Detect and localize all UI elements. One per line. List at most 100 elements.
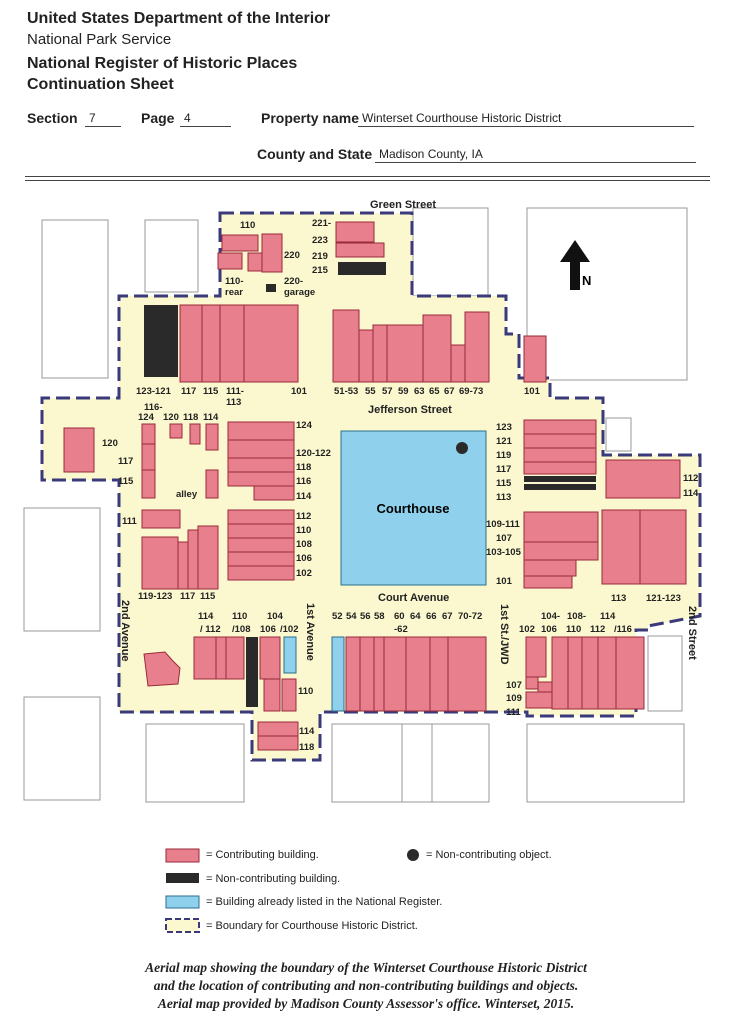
address-label: 106: [541, 624, 557, 635]
address-label: 112: [590, 624, 605, 635]
street-labels: Green Street Jefferson Street Court Aven…: [119, 199, 698, 665]
address-label: 115: [203, 386, 219, 397]
address-label: 120: [163, 412, 179, 423]
address-label: 121-123: [646, 593, 681, 604]
street-2nd-st: 2nd Street: [686, 606, 698, 660]
address-label: 115: [200, 591, 216, 602]
address-label: 65: [429, 386, 440, 397]
address-label: 110: [232, 611, 247, 622]
address-label: 118: [299, 742, 314, 753]
legend-boundary: = Boundary for Courthouse Historic Distr…: [206, 920, 418, 932]
address-label: 118: [183, 412, 198, 423]
non-contributing-object-marker: [456, 442, 468, 454]
address-label: 120-122: [296, 448, 331, 459]
address-label: 107: [496, 533, 512, 544]
address-label: /116: [614, 624, 632, 635]
section-value: 7: [85, 111, 121, 127]
address-labels: 110 220 110-rear 220-garage 221- 223 219…: [102, 218, 699, 753]
address-label: 114: [299, 726, 315, 737]
address-label: 221-: [312, 218, 331, 229]
address-label: 223: [312, 235, 328, 246]
legend-swatches: [165, 848, 419, 933]
caption-line-2: and the location of contributing and non…: [153, 978, 579, 993]
county-value: Madison County, IA: [375, 147, 696, 163]
property-value: Winterset Courthouse Historic District: [358, 111, 694, 127]
address-label: 107: [506, 680, 522, 691]
address-label: 67: [444, 386, 455, 397]
contributing-buildings: [63, 221, 687, 751]
address-label: / 112: [200, 624, 221, 635]
caption-line-3: Aerial map provided by Madison County As…: [157, 996, 575, 1011]
address-label: 101: [291, 386, 308, 397]
address-label: 111-113: [226, 386, 244, 408]
caption-line-1: Aerial map showing the boundary of the W…: [145, 960, 587, 975]
register-title: National Register of Historic Places: [27, 55, 298, 72]
address-label: 114: [198, 611, 214, 622]
address-label: 60: [394, 611, 405, 622]
courthouse-building: [340, 430, 487, 586]
address-label: 124: [296, 420, 313, 431]
address-label: 69-73: [459, 386, 483, 397]
county-label: County and State: [257, 146, 373, 162]
address-label: 54: [346, 611, 357, 622]
address-label: 108: [296, 539, 312, 550]
address-label: 117: [181, 386, 196, 397]
north-label: N: [582, 273, 591, 288]
address-label: 120: [102, 438, 118, 449]
address-label: 66: [426, 611, 437, 622]
address-label: 118: [296, 462, 311, 473]
address-label: 111: [122, 516, 138, 527]
address-label: 219: [312, 251, 328, 262]
address-label: 123: [496, 422, 512, 433]
address-label: 215: [312, 265, 329, 276]
address-label: 67: [442, 611, 453, 622]
address-label: alley: [176, 489, 198, 500]
address-label: 119: [496, 450, 511, 461]
address-label: 123-121: [136, 386, 172, 397]
address-label: 110: [240, 220, 255, 231]
address-label: 112: [683, 473, 698, 484]
address-label: 113: [496, 492, 511, 503]
address-label: 108-: [567, 611, 586, 622]
address-label: 56: [360, 611, 371, 622]
address-label: 55: [365, 386, 376, 397]
address-label: 111: [506, 707, 522, 718]
courthouse-label: Courthouse: [377, 501, 450, 516]
non-contributing-buildings: [144, 262, 596, 707]
address-label: 116: [296, 476, 311, 487]
address-label: 113: [611, 593, 626, 604]
address-label: 104-: [541, 611, 560, 622]
address-label: 220-garage: [284, 276, 315, 298]
address-label: 114: [296, 491, 312, 502]
street-1st-st: 1st St./JWD: [498, 604, 510, 665]
page-value: 4: [180, 111, 231, 127]
address-label: 117: [118, 456, 133, 467]
agency-title: United States Department of the Interior: [27, 10, 331, 27]
address-label: 117: [180, 591, 195, 602]
address-label: 109: [506, 693, 522, 704]
address-label: 102: [296, 568, 312, 579]
address-label: 114: [600, 611, 616, 622]
address-label: 110: [566, 624, 581, 635]
address-label: 63: [414, 386, 425, 397]
street-2nd-ave: 2nd Avenue: [119, 600, 131, 662]
street-1st-ave: 1st Avenue: [304, 603, 316, 661]
address-label: 119-123: [138, 591, 172, 602]
legend-non-contributing-building: = Non-contributing building.: [206, 873, 341, 885]
address-label: 64: [410, 611, 421, 622]
legend-non-contributing-object: = Non-contributing object.: [426, 849, 552, 861]
address-label: 101: [524, 386, 541, 397]
address-label: 110: [298, 686, 313, 697]
address-label: 104: [267, 611, 284, 622]
address-label: 106: [296, 553, 312, 564]
address-label: /108: [232, 624, 251, 635]
address-label: 59: [398, 386, 409, 397]
street-court: Court Avenue: [378, 592, 449, 604]
address-label: 115: [118, 476, 134, 487]
address-label: 116-: [144, 402, 163, 413]
address-label: 57: [382, 386, 393, 397]
address-label: 103-105: [486, 547, 522, 558]
property-label: Property name: [261, 110, 360, 126]
address-label: 114: [683, 488, 699, 499]
